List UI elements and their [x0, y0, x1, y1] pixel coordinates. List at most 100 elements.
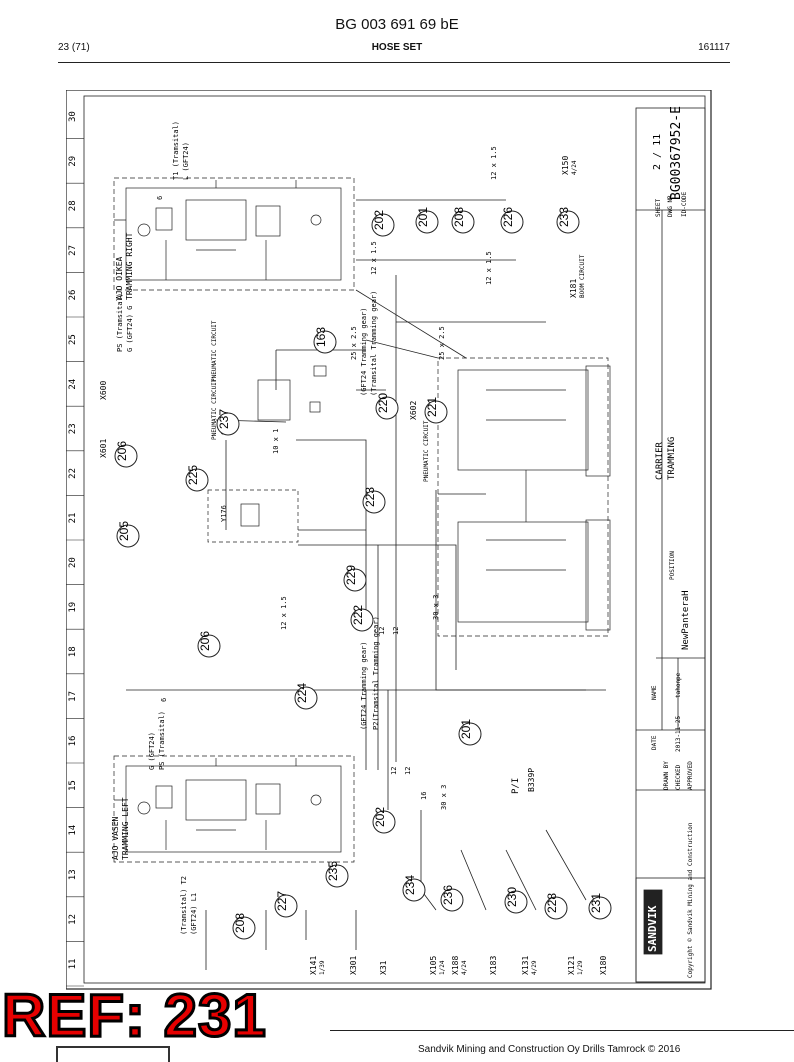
callout-bubble-224: 224 [294, 683, 318, 710]
label-sheet-val: 2 / 11 [652, 134, 663, 170]
grid-number: 17 [68, 691, 78, 702]
label-sheet: SHEET [655, 199, 662, 217]
grid-number: 23 [68, 423, 78, 434]
label-dim-12x15c: 12 x 1.5 [280, 596, 288, 630]
label-checked: CHECKED [675, 764, 682, 790]
label-dim-30x3b: 30 x 3 [440, 785, 448, 810]
grid-number: 30 [68, 111, 78, 122]
label-dim-12x15b: 12 x 1.5 [485, 251, 493, 285]
label-n12a: 12 [378, 627, 386, 635]
svg-text:206: 206 [115, 441, 129, 461]
svg-text:223: 223 [363, 487, 377, 507]
grid-number: 14 [68, 825, 78, 836]
label-x602: X602 [409, 401, 418, 420]
label-dim-30x3a: 30 x 3 [432, 595, 440, 620]
label-x188s: 4/24 [461, 960, 468, 975]
label-x141: X141 [309, 956, 318, 975]
label-ps-l: PS (Tramsital) [158, 711, 166, 770]
label-n6c: 6 [160, 698, 168, 702]
label-dwg: DWG NR [667, 195, 674, 217]
label-dwg-val: BG00367952-E [669, 106, 684, 200]
label-dim-25x25b: 25 x 2.5 [438, 326, 446, 360]
grid-number: 16 [68, 736, 78, 747]
callout-bubble-237: 237 [216, 409, 240, 436]
label-dim-25x25a: 25 x 2.5 [350, 326, 358, 360]
label-n6a: 6 [156, 196, 164, 200]
label-x131: X131 [521, 956, 530, 975]
title-block [635, 107, 706, 983]
footer-divider [330, 1030, 794, 1031]
svg-text:226: 226 [501, 207, 515, 227]
label-copyright: Copyright © Sandvik Mining and Construct… [687, 822, 694, 978]
label-x181: X181 [569, 279, 578, 298]
grid-number: 12 [68, 914, 78, 925]
sandvik-logo: SANDVIK [646, 905, 659, 952]
grid-number: 22 [68, 468, 78, 479]
label-date: DATE [651, 735, 658, 750]
callout-bubble-202: 202 [371, 210, 395, 237]
callout-bubble-208: 208 [232, 913, 256, 940]
label-g-r: G (GFT24) G [126, 306, 134, 352]
svg-text:202: 202 [372, 210, 386, 230]
label-gear-a: (GFT24 Tramming gear) [360, 307, 368, 396]
label-dim-12x15a: 12 x 1.5 [370, 241, 378, 275]
callout-bubble-228: 228 [544, 893, 568, 920]
label-y176: Y176 [220, 505, 228, 522]
callout-bubble-222: 222 [350, 605, 374, 632]
label-name: NAME [651, 685, 658, 700]
label-x183: X183 [489, 956, 498, 975]
label-tramming: TRAMMING [667, 437, 677, 480]
label-ps-r: PS (Tramsital) [116, 293, 124, 352]
grid-number: 15 [68, 780, 78, 791]
callout-bubble-206: 206 [197, 631, 221, 658]
callout-bubble-235: 235 [325, 861, 349, 888]
reference-stamp: REF: 231 [1, 982, 268, 1049]
label-carrier: CARRIER [655, 441, 665, 480]
label-gear-b: (Tramsital Tramming gear) [370, 291, 378, 396]
callout-bubble-233: 233 [556, 207, 580, 234]
header-divider [58, 62, 730, 63]
grid-number: 20 [68, 557, 78, 568]
footer-logo [56, 1046, 170, 1062]
callout-bubble-229: 229 [343, 565, 367, 592]
document-title: BG 003 691 69 bE [335, 16, 459, 33]
svg-text:202: 202 [373, 807, 387, 827]
label-x180: X180 [599, 956, 608, 975]
label-x121: X121 [567, 956, 576, 975]
label-n12d: 12 [404, 767, 412, 775]
label-dim-10x1: 10 x 1 [272, 429, 280, 454]
svg-text:236: 236 [441, 885, 455, 905]
label-t2: (Tramsital) T2 [180, 876, 188, 935]
valve-block-left [113, 755, 355, 863]
label-x105: X105 [429, 956, 438, 975]
grid-number: 26 [68, 290, 78, 301]
callout-bubble-225: 225 [185, 465, 209, 492]
svg-text:224: 224 [295, 683, 309, 703]
label-g-l: G (GFT24) [148, 732, 156, 770]
callout-bubble-201: 201 [415, 207, 439, 234]
grid-number: 24 [68, 379, 78, 390]
label-ajo-vasen: AJO VASEN [111, 816, 120, 860]
callout-bubble-223: 223 [362, 487, 386, 514]
svg-text:201: 201 [459, 719, 473, 739]
svg-text:205: 205 [117, 521, 131, 541]
label-x121s: 1/29 [577, 960, 584, 975]
callout-bubble-205: 205 [116, 521, 140, 548]
label-x301: X301 [349, 956, 358, 975]
label-l1: (GFT24) L1 [190, 893, 198, 935]
grid-number: 29 [68, 156, 78, 167]
label-position: POSITION [669, 551, 676, 580]
label-x31: X31 [379, 960, 388, 975]
label-x131s: 4/29 [531, 960, 538, 975]
svg-text:230: 230 [505, 887, 519, 907]
grid-number: 25 [68, 334, 78, 345]
label-t1: T1 (Tramsital) [172, 121, 180, 180]
callout-bubble-220: 220 [375, 393, 399, 420]
grid-number: 19 [68, 602, 78, 613]
svg-text:201: 201 [416, 207, 430, 227]
callout-bubble-230: 230 [504, 887, 528, 914]
callout-bubble-226: 226 [500, 207, 524, 234]
svg-text:221: 221 [425, 397, 439, 417]
